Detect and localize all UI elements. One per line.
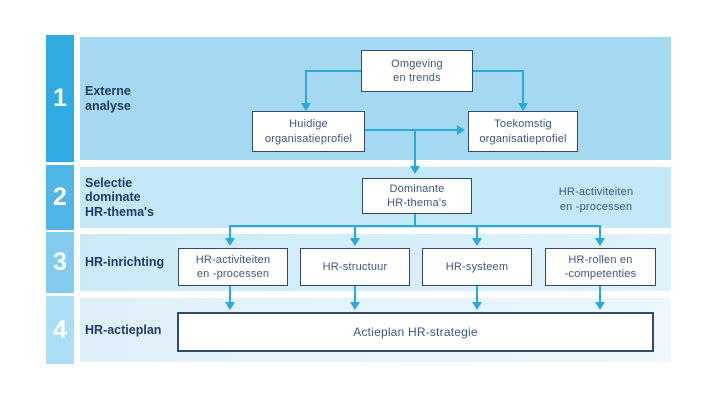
row-number-3: 3 (46, 232, 74, 293)
distribution-line (229, 225, 601, 227)
connector-rollen-actieplan (599, 286, 601, 302)
connector-omgeving-toekomstig-vertical (522, 70, 524, 103)
note-hr-activiteiten-processen: HR-activiteiten en -processen (558, 186, 634, 213)
connector-systeem-actieplan (476, 286, 478, 302)
box-toekomstig-organisatieprofiel: Toekomstig organisatieprofiel (468, 111, 578, 152)
arrowhead-actieplan-2-icon (350, 302, 360, 310)
box-dominante-hr-themas: Dominante HR-thema's (362, 178, 472, 214)
arrowhead-actieplan-1-icon (225, 302, 235, 310)
connector-to-dominante (414, 130, 416, 166)
box-hr-rollen-competenties: HR-rollen en -competenties (545, 248, 656, 286)
connector-omgeving-toekomstig-horizontal (472, 70, 524, 72)
arrowhead-box-systeem-icon (472, 238, 482, 246)
arrowhead-actieplan-3-icon (472, 302, 482, 310)
arrowhead-box-activiteiten-icon (225, 238, 235, 246)
row-label-hr-actieplan: HR-actieplan (85, 322, 162, 337)
connector-to-box-activiteiten (229, 226, 231, 238)
connector-omgeving-huidige-vertical (305, 70, 307, 103)
row-number-2: 2 (46, 165, 74, 230)
arrowhead-box-structuur-icon (350, 238, 360, 246)
arrowhead-to-toekomstig-left-icon (457, 125, 465, 135)
arrowhead-to-toekomstig-icon (518, 103, 528, 111)
box-huidige-organisatieprofiel: Huidige organisatieprofiel (252, 111, 365, 152)
box-omgeving-en-trends: Omgeving en trends (361, 50, 473, 92)
box-hr-activiteiten-processen: HR-activiteiten en -processen (178, 248, 288, 286)
arrowhead-to-huidige-icon (301, 103, 311, 111)
connector-to-box-structuur (354, 226, 356, 238)
row-label-externe-analyse: Externe analyse (85, 84, 131, 113)
connector-to-box-systeem (476, 226, 478, 238)
arrowhead-to-dominante-icon (410, 166, 420, 174)
box-hr-systeem: HR-systeem (422, 248, 532, 286)
row-number-4: 4 (46, 296, 74, 364)
connector-structuur-actieplan (354, 286, 356, 302)
connector-huidige-toekomstig (365, 129, 457, 131)
connector-dominante-stub (414, 214, 416, 226)
row-number-1: 1 (46, 35, 74, 162)
connector-omgeving-huidige-horizontal (306, 70, 361, 72)
row-label-selectie-themas: Selectie dominate HR-thema's (85, 175, 154, 219)
connector-activiteiten-actieplan (229, 286, 231, 302)
row-label-hr-inrichting: HR-inrichting (85, 255, 165, 270)
box-actieplan-hr-strategie: Actieplan HR-strategie (177, 312, 654, 352)
arrowhead-actieplan-4-icon (595, 302, 605, 310)
box-hr-structuur: HR-structuur (300, 248, 410, 286)
arrowhead-box-rollen-icon (595, 238, 605, 246)
connector-to-box-rollen (599, 226, 601, 238)
